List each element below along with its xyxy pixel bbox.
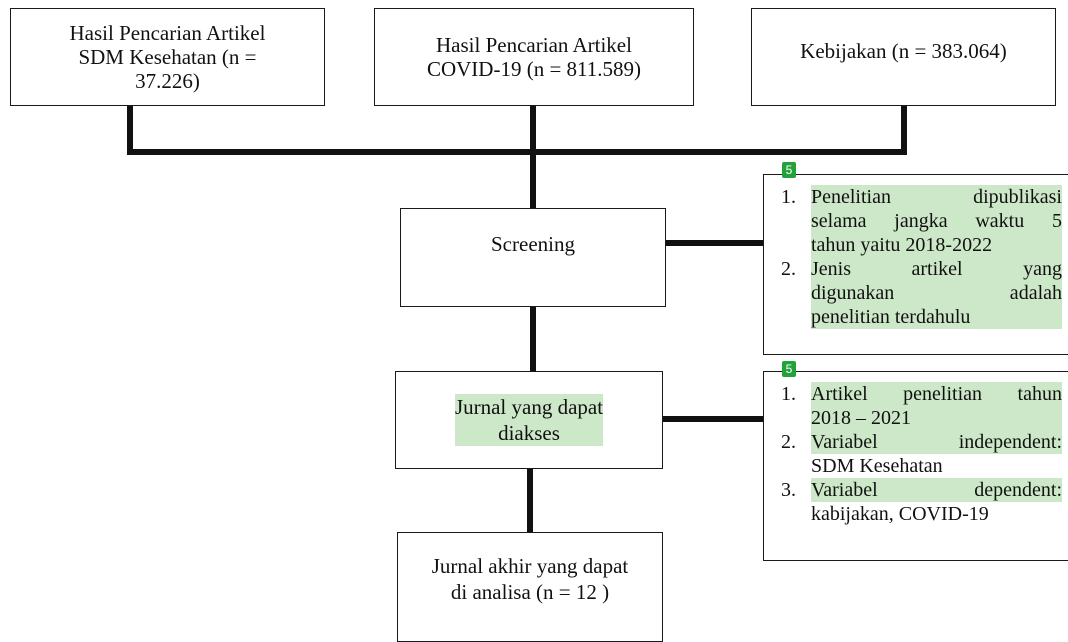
box-akhir-line-1: Jurnal akhir yang dapat <box>431 554 629 578</box>
box-sdm-line-3: 37.226) <box>135 69 200 93</box>
criteria-1-badge: 5 <box>782 162 796 178</box>
connector-kebijakan-down <box>901 105 907 155</box>
connector-jurnal-to-criteria <box>662 416 764 422</box>
box-sdm-line-1: Hasil Pencarian Artikel <box>69 21 266 45</box>
connector-screening-to-jurnal <box>530 306 536 371</box>
criteria-1-item-2: 2. Jenis artikel yang digunakan adalah p… <box>781 257 1062 329</box>
box-jurnal-line-2-text: diakses <box>454 420 604 446</box>
criteria-1-item-1-line-3: tahun yaitu 2018-2022 <box>811 234 993 256</box>
criteria-2-item-2-text: Variabel independent: SDM Kesehatan <box>811 430 1062 478</box>
box-jurnal-line-1: Jurnal yang dapat <box>454 394 604 420</box>
connector-horizontal-merge <box>127 149 907 155</box>
criteria-2-item-2: 2. Variabel independent: SDM Kesehatan <box>781 430 1062 478</box>
box-kebijakan-line-1: Kebijakan (n = 383.064) <box>800 39 1007 63</box>
connector-jurnal-to-akhir <box>527 468 533 532</box>
criteria-2-item-2-line-2: SDM Kesehatan <box>811 455 943 477</box>
connector-merge-to-screening <box>530 155 536 208</box>
criteria-1-item-1-line-1: Penelitian dipublikasi <box>811 186 1062 208</box>
connector-screening-to-criteria <box>662 240 764 246</box>
box-hasil-covid19: Hasil Pencarian Artikel COVID-19 (n = 81… <box>374 8 694 106</box>
criteria-panel-2: 1. Artikel penelitian tahun 2018 – 2021 … <box>763 371 1068 561</box>
criteria-2-item-1-line-1: Artikel penelitian tahun <box>811 383 1062 405</box>
box-jurnal-line-1-text: Jurnal yang dapat <box>454 394 604 420</box>
box-kebijakan: Kebijakan (n = 383.064) <box>751 8 1056 106</box>
criteria-panel-1: 1. Penelitian dipublikasi selama jangka … <box>763 174 1068 355</box>
criteria-1-item-2-line-1: Jenis artikel yang <box>811 258 1062 280</box>
criteria-1-item-1: 1. Penelitian dipublikasi selama jangka … <box>781 185 1062 257</box>
criteria-2-item-3: 3. Variabel dependent: kabijakan, COVID-… <box>781 478 1062 526</box>
criteria-1-item-1-number: 1. <box>781 186 796 208</box>
box-jurnal-line-2: diakses <box>454 420 604 446</box>
criteria-2-item-2-number: 2. <box>781 431 796 453</box>
criteria-1-item-2-text: Jenis artikel yang digunakan adalah pene… <box>811 257 1062 329</box>
box-akhir-line-2: di analisa (n = 12 ) <box>450 580 610 604</box>
connector-sdm-down <box>127 105 133 155</box>
criteria-1-item-1-text: Penelitian dipublikasi selama jangka wak… <box>811 185 1062 257</box>
criteria-2-item-3-number: 3. <box>781 479 796 501</box>
criteria-list-2: 1. Artikel penelitian tahun 2018 – 2021 … <box>781 382 1062 526</box>
criteria-2-item-1-text: Artikel penelitian tahun 2018 – 2021 <box>811 382 1062 430</box>
criteria-2-item-1-number: 1. <box>781 383 796 405</box>
criteria-2-item-3-line-2: kabijakan, COVID-19 <box>811 503 989 525</box>
criteria-2-item-1: 1. Artikel penelitian tahun 2018 – 2021 <box>781 382 1062 430</box>
criteria-2-item-2-line-1: Variabel independent: <box>811 430 1062 454</box>
box-screening-label: Screening <box>491 232 575 256</box>
box-screening: Screening <box>400 208 666 307</box>
criteria-2-item-1-line-2: 2018 – 2021 <box>811 407 911 429</box>
criteria-1-item-2-number: 2. <box>781 258 796 280</box>
criteria-list-1: 1. Penelitian dipublikasi selama jangka … <box>781 185 1062 329</box>
criteria-2-item-3-line-1: Variabel dependent: <box>811 478 1062 502</box>
criteria-2-item-3-text: Variabel dependent: kabijakan, COVID-19 <box>811 478 1062 526</box>
criteria-1-item-2-line-3: penelitian terdahulu <box>811 306 971 328</box>
box-covid-line-2: COVID-19 (n = 811.589) <box>426 57 642 81</box>
box-hasil-sdm-kesehatan: Hasil Pencarian Artikel SDM Kesehatan (n… <box>10 8 325 106</box>
box-covid-line-1: Hasil Pencarian Artikel <box>436 33 632 57</box>
box-jurnal-akhir: Jurnal akhir yang dapat di analisa (n = … <box>397 532 663 642</box>
criteria-2-badge: 5 <box>782 361 796 377</box>
criteria-1-item-1-line-2: selama jangka waktu 5 <box>811 210 1062 232</box>
box-sdm-line-2: SDM Kesehatan (n = <box>78 45 257 69</box>
connector-covid-down <box>530 105 536 155</box>
criteria-1-item-2-line-2: digunakan adalah <box>811 282 1062 304</box>
box-jurnal-diakses: Jurnal yang dapat diakses <box>395 371 663 469</box>
